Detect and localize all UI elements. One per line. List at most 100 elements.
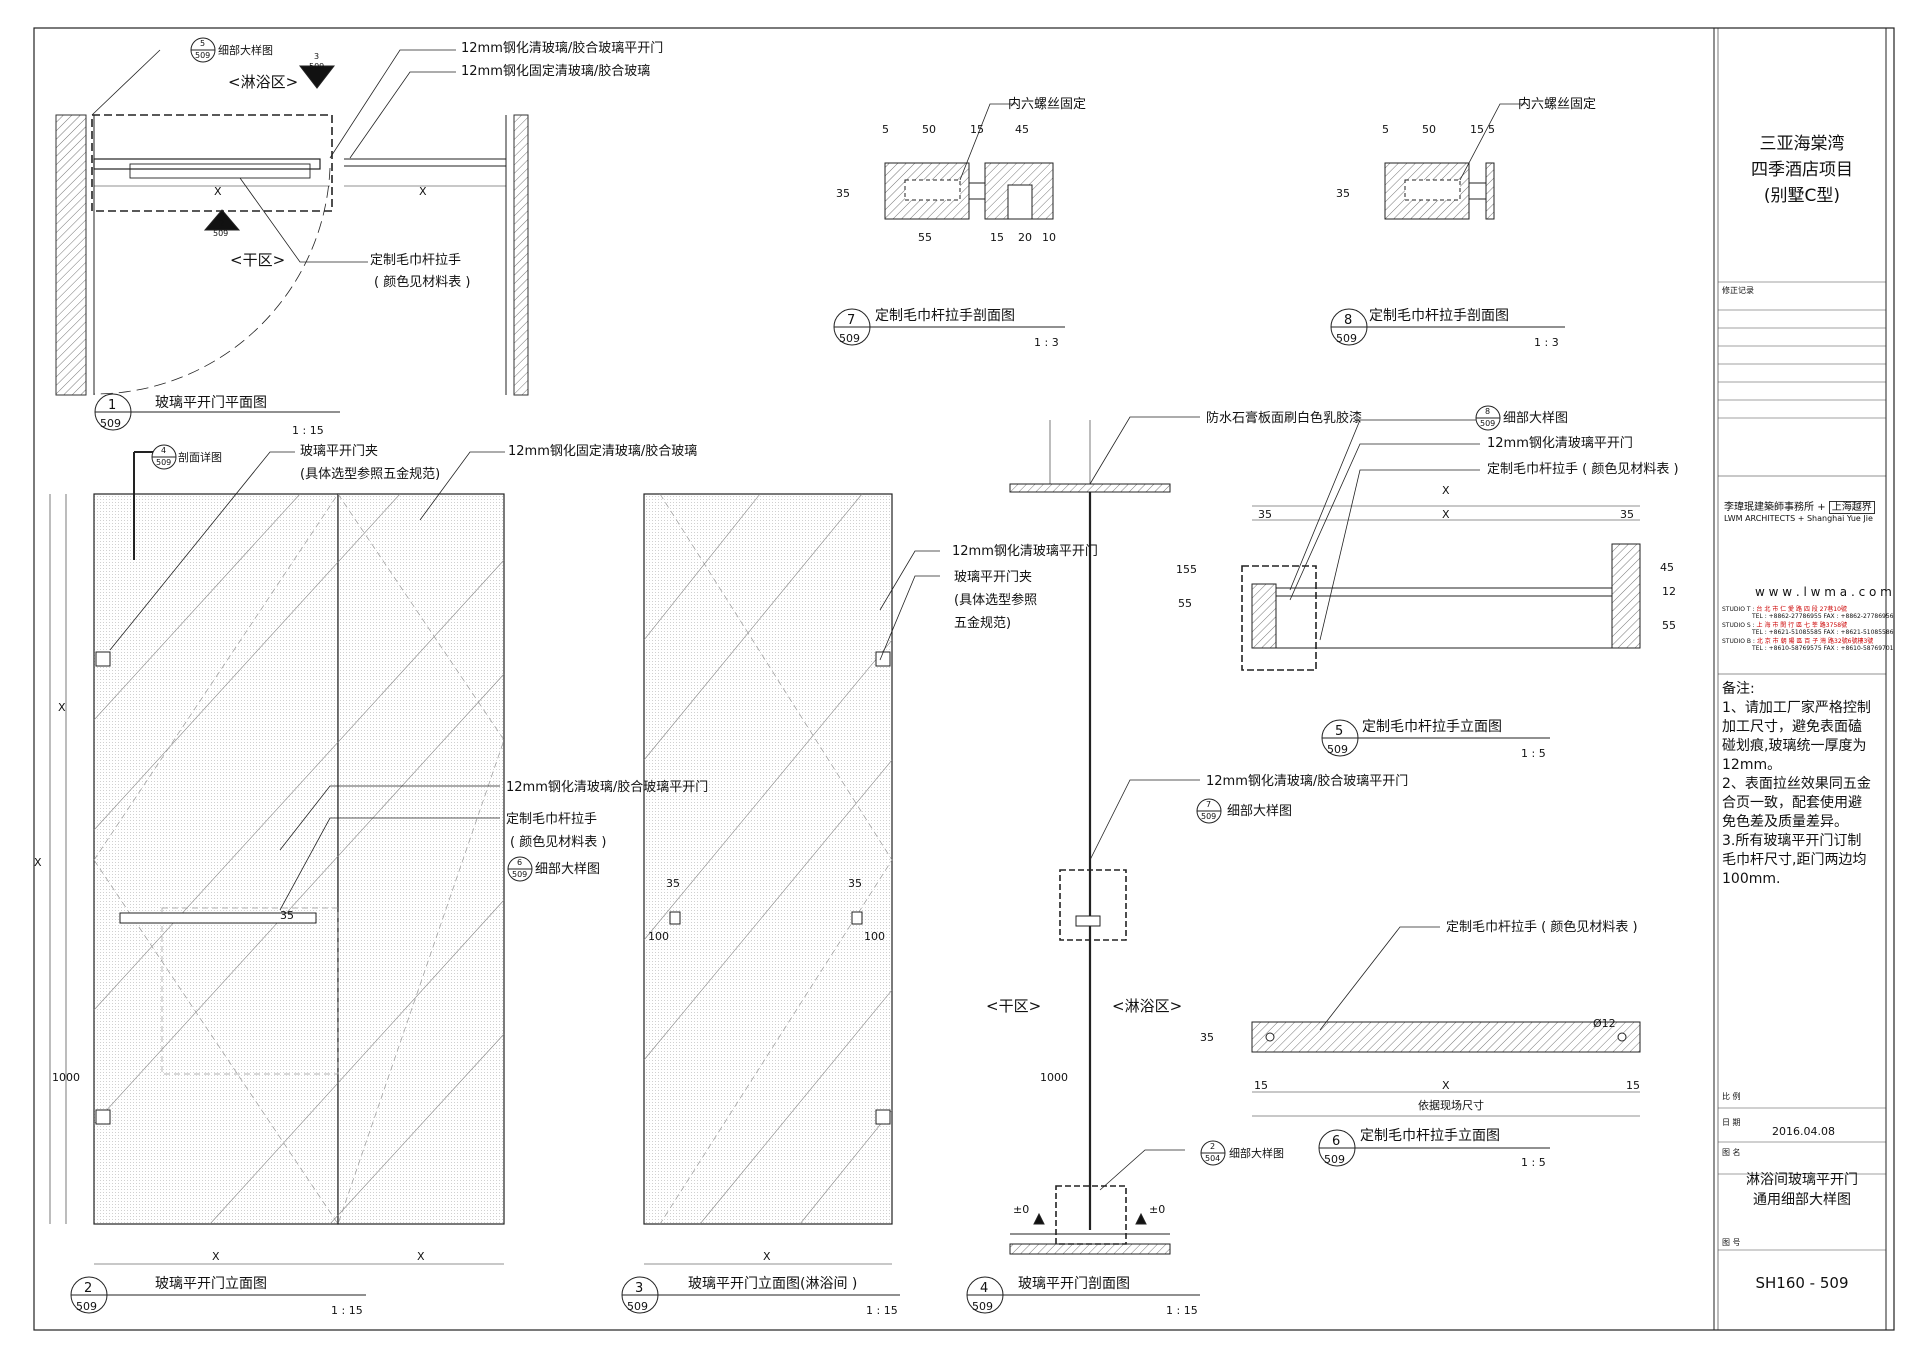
v4-title: 玻璃平开门剖面图 — [1018, 1276, 1130, 1292]
label-hw-ref-3b: 五金规范) — [954, 616, 1012, 631]
callout-8-num: 8 — [1485, 407, 1491, 416]
studio-s-addr: 上 海 市 閔 行 區 七 莘 路3758號 — [1756, 622, 1848, 629]
project-title: 三亚海棠湾 四季酒店项目 (别墅C型) — [1718, 131, 1886, 209]
label-glass-door-1: 12mm钢化清玻璃/胶合玻璃平开门 — [461, 41, 664, 56]
wall-right — [513, 114, 529, 396]
callout-2-sheet: 509 — [213, 229, 229, 238]
v3-num: 3 — [635, 1281, 644, 1296]
dim-v6-15-left: 15 — [1254, 1079, 1268, 1092]
v1-num: 1 — [108, 398, 117, 413]
callout-6-text: 细部大样图 — [535, 862, 601, 877]
dim-v7-35: 35 — [836, 187, 850, 200]
v4-num: 4 — [980, 1281, 989, 1296]
label-towel-handle-6: 定制毛巾杆拉手 ( 颜色见材料表 ) — [1446, 920, 1638, 935]
firm-website: w w w . l w m a . c o m — [1755, 585, 1892, 599]
dim-100-v3b: 100 — [864, 930, 885, 943]
label-glass-door-short-3: 12mm钢化清玻璃平开门 — [952, 544, 1098, 559]
label-glass-door-5: 12mm钢化清玻璃平开门 — [1487, 436, 1633, 451]
v7-title: 定制毛巾杆拉手剖面图 — [875, 308, 1015, 324]
dim-v7-15b: 15 — [990, 231, 1004, 244]
project-line-3: (别墅C型) — [1763, 186, 1841, 206]
dim-v5-35-right: 35 — [1620, 508, 1634, 521]
view-title-graphics — [70, 37, 1565, 1314]
label-diameter: Ø12 — [1593, 1017, 1616, 1030]
view-8-section — [1384, 162, 1495, 220]
label-door-clip-2: 玻璃平开门夹 — [300, 444, 379, 459]
sheet-border — [33, 27, 1895, 1331]
callout-2b-sheet: 504 — [1205, 1154, 1221, 1163]
dim-100-v3a: 100 — [648, 930, 669, 943]
label-hex-screw-8: 内六螺丝固定 — [1518, 97, 1597, 112]
drawing-name-1: 淋浴间玻璃平开门 — [1746, 1172, 1858, 1188]
studio-t-addr: 台 北 市 仁 愛 路 四 段 27巷10號 — [1756, 606, 1847, 613]
view-5-elevation — [1241, 505, 1641, 671]
label-hw-ref-3a: (具体选型参照 — [954, 593, 1038, 608]
v6-title: 定制毛巾杆拉手立面图 — [1360, 1128, 1500, 1144]
ceiling-slab — [1009, 483, 1171, 493]
v3-scale: 1 : 15 — [866, 1304, 898, 1317]
floor-slab — [1009, 1243, 1171, 1255]
dim-1000-left: 1000 — [52, 1071, 80, 1084]
dim-1000-section: 1000 — [1040, 1071, 1068, 1084]
dim-v8-5: 5 — [1382, 123, 1389, 136]
callout-6-num: 6 — [517, 858, 523, 867]
project-line-1: 三亚海棠湾 — [1759, 134, 1845, 154]
v3-sheet: 509 — [627, 1300, 648, 1313]
studio-t-tel: TEL : +8862-27786955 FAX : +8862-2778695… — [1752, 613, 1894, 620]
dim-v5-x-top: X — [1442, 484, 1450, 497]
dim-v8-15: 15 — [1470, 123, 1484, 136]
door-panel-right — [337, 493, 505, 1225]
v8-title: 定制毛巾杆拉手剖面图 — [1369, 308, 1509, 324]
firm-plus: + — [1817, 502, 1826, 513]
dim-v7-15: 15 — [970, 123, 984, 136]
label-hardware-ref-2: (具体选型参照五金规范) — [300, 467, 441, 482]
dim-v7-55: 55 — [918, 231, 932, 244]
v3-title: 玻璃平开门立面图(淋浴间 ) — [688, 1276, 858, 1292]
dim-v7-10: 10 — [1042, 231, 1056, 244]
label-towel-handle-5: 定制毛巾杆拉手 ( 颜色见材料表 ) — [1487, 462, 1679, 477]
dim-elev-height-total: X — [34, 856, 42, 869]
label-gypsum: 防水石膏板面刷白色乳胶漆 — [1206, 411, 1363, 426]
dim-plan-x-1: X — [214, 185, 222, 198]
callout-2-num: 2 — [219, 219, 225, 228]
note-1: 1、请加工厂家严格控制加工尺寸，避免表面磕碰划痕,玻璃统一厚度为12mm。 — [1722, 700, 1871, 773]
view-4-section — [1009, 420, 1171, 1255]
callout-2b-text: 细部大样图 — [1229, 1147, 1284, 1160]
name-label: 图 名 — [1722, 1148, 1741, 1157]
dim-v5-155: 155 — [1176, 563, 1197, 576]
studio-s-tel: TEL : +8621-51085585 FAX : +8621-5108558… — [1752, 629, 1894, 636]
dim-v8-35: 35 — [1336, 187, 1350, 200]
callout-5-num: 5 — [200, 39, 206, 48]
v4-scale: 1 : 15 — [1166, 1304, 1198, 1317]
dim-elev-x-1: X — [212, 1250, 220, 1263]
v8-scale: 1 : 3 — [1534, 336, 1559, 349]
towel-bar-elevation — [119, 912, 317, 924]
label-color-ref-1: ( 颜色见材料表 ) — [374, 275, 471, 290]
callout-4-sheet: 509 — [156, 458, 172, 467]
v5-num: 5 — [1335, 724, 1344, 739]
scale-label: 比 例 — [1722, 1092, 1741, 1101]
label-zero-left: ±0 — [1013, 1203, 1030, 1216]
studio-b-tag: STUDIO B : — [1722, 638, 1755, 645]
firm-name-en: LWM ARCHITECTS + Shanghai Yue Jie — [1724, 514, 1873, 523]
dim-v5-45: 45 — [1660, 561, 1674, 574]
callout-6-sheet: 509 — [512, 870, 528, 879]
studio-t-tag: STUDIO T : — [1722, 606, 1755, 613]
v2-sheet: 509 — [76, 1300, 97, 1313]
studio-b: STUDIO B : 北 京 市 朝 陽 區 百 子 灣 路32號6號樓3號 T… — [1722, 638, 1894, 652]
dim-elev-x-2: X — [417, 1250, 425, 1263]
firm-partner: 上海越界 — [1828, 501, 1875, 514]
v5-sheet: 509 — [1327, 743, 1348, 756]
studio-b-addr: 北 京 市 朝 陽 區 百 子 灣 路32號6號樓3號 — [1756, 638, 1874, 645]
callout-5-sheet: 509 — [195, 51, 211, 60]
label-door-clip-3: 玻璃平开门夹 — [954, 570, 1033, 585]
v4-sheet: 509 — [972, 1300, 993, 1313]
studio-t: STUDIO T : 台 北 市 仁 愛 路 四 段 27巷10號 TEL : … — [1722, 606, 1894, 620]
dim-v6-15-right: 15 — [1626, 1079, 1640, 1092]
dim-elev-x-3: X — [763, 1250, 771, 1263]
date-label: 日 期 — [1722, 1118, 1741, 1127]
callout-8-sheet: 509 — [1480, 419, 1496, 428]
label-zero-right: ±0 — [1149, 1203, 1166, 1216]
notes-title: 备注: — [1722, 681, 1755, 697]
v6-scale: 1 : 5 — [1521, 1156, 1546, 1169]
